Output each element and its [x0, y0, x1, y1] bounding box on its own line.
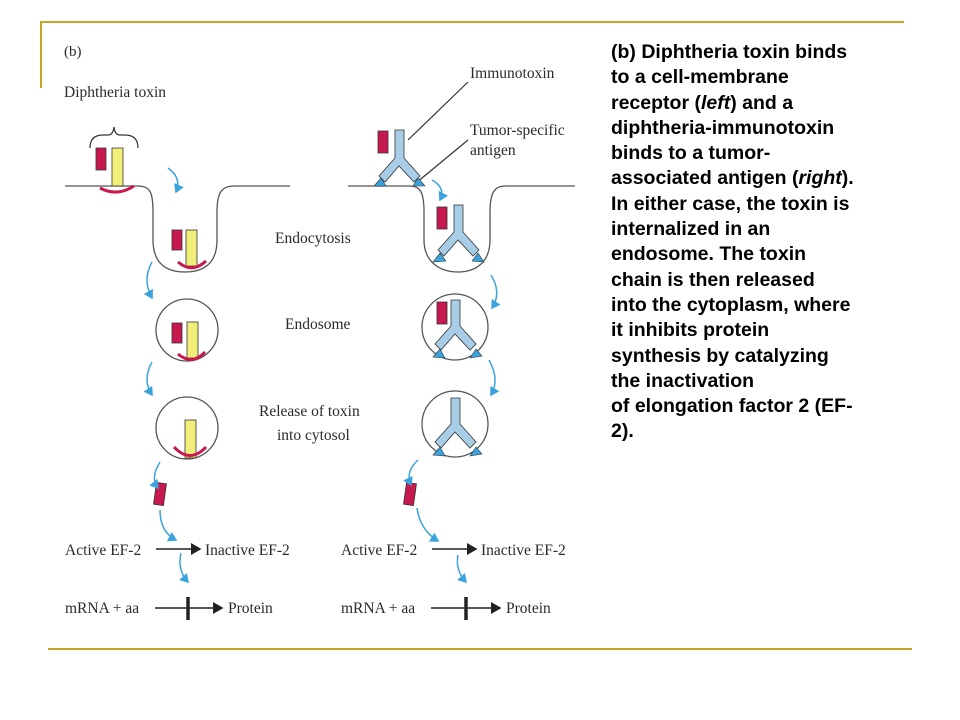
- left-protein: Protein: [228, 600, 273, 617]
- caption-line: 2).: [611, 420, 634, 443]
- immunotoxin-pointer: [407, 81, 469, 141]
- diphtheria-toxin-figure: (b) Diphtheria toxin Immunotoxin Tumor-s…: [64, 44, 575, 620]
- right-a-chain-cytosol: [403, 481, 417, 507]
- caption-line: chain is then released: [611, 268, 815, 291]
- right-membrane: [348, 185, 575, 273]
- left-toxin-endosome: [171, 321, 207, 361]
- left-inactive-ef2: Inactive EF-2: [205, 542, 290, 559]
- caption-emphasis: right: [798, 167, 842, 190]
- bottom-rule: [48, 648, 912, 650]
- caption-line: In either case, the toxin is: [611, 192, 850, 215]
- caption-line: to a cell-membrane: [611, 66, 789, 89]
- antigen-label-line1: Tumor-specific: [470, 122, 565, 139]
- left-active-ef2: Active EF-2: [65, 542, 141, 559]
- right-mrna-aa: mRNA + aa: [341, 600, 415, 617]
- top-rule: [40, 21, 904, 23]
- caption-line: receptor (left) and a: [611, 91, 794, 114]
- caption-line: endosome. The toxin: [611, 243, 807, 266]
- caption-line: the inactivation: [611, 369, 755, 392]
- caption-line: into the cytoplasm, where: [611, 293, 851, 316]
- flow-arrows: [143, 167, 501, 584]
- endosome-label: Endosome: [285, 316, 351, 333]
- toxin-brace: [89, 126, 139, 149]
- immunotoxin-label: Immunotoxin: [470, 65, 555, 82]
- caption-line: internalized in an: [611, 218, 771, 241]
- left-toxin-endocytosis: [171, 229, 208, 270]
- right-inactive-ef2: Inactive EF-2: [481, 542, 566, 559]
- release-label-line1: Release of toxin: [259, 403, 360, 420]
- left-toxin-bound: [95, 147, 135, 194]
- right-immunotoxin-endocytosis: [432, 204, 485, 263]
- left-a-chain-cytosol: [153, 481, 167, 507]
- endocytosis-label: Endocytosis: [275, 230, 351, 247]
- caption-line: binds to a tumor-: [611, 142, 771, 165]
- left-rule: [40, 21, 42, 88]
- right-protein: Protein: [506, 600, 551, 617]
- left-membrane: [65, 185, 290, 273]
- caption-line: synthesis by catalyzing: [611, 344, 829, 367]
- diphtheria-toxin-label: Diphtheria toxin: [64, 84, 166, 101]
- caption-line: diphtheria-immunotoxin: [611, 116, 835, 139]
- figure-caption: (b) Diphtheria toxin binds to a cell-memb…: [611, 40, 911, 445]
- caption-line: it inhibits protein: [611, 319, 770, 342]
- caption-line: of elongation factor 2 (EF-: [611, 395, 853, 418]
- antigen-pointer: [415, 139, 469, 184]
- right-immunotoxin-bound: [373, 129, 426, 187]
- left-toxin-release: [172, 419, 208, 459]
- right-active-ef2: Active EF-2: [341, 542, 417, 559]
- release-label-line2: into cytosol: [277, 427, 350, 444]
- caption-line: (b) Diphtheria toxin binds: [611, 41, 848, 63]
- left-mrna-aa: mRNA + aa: [65, 600, 139, 617]
- caption-emphasis: left: [700, 91, 731, 114]
- panel-label: (b): [64, 44, 82, 60]
- right-immunotoxin-endosome: [432, 299, 483, 359]
- caption-line: associated antigen (right).: [611, 167, 854, 190]
- antigen-label-line2: antigen: [470, 142, 516, 159]
- right-immunotoxin-release: [432, 397, 483, 457]
